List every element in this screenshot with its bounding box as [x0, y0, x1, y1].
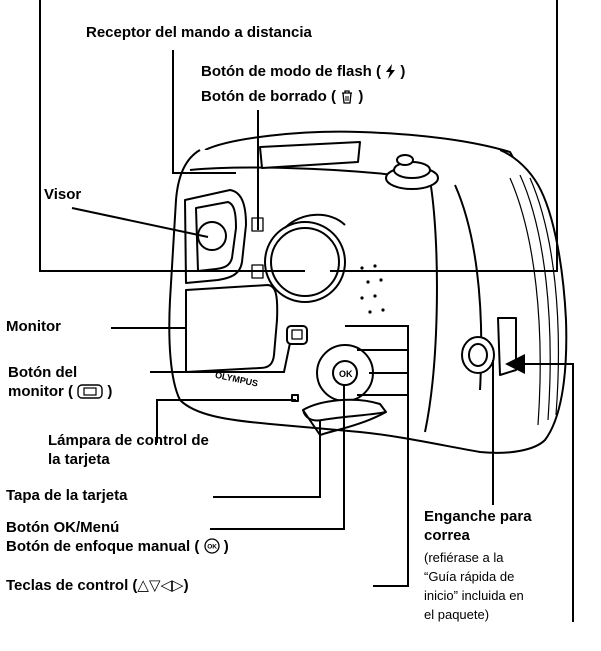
label-control-keys: Teclas de control (△▽◁▷) [6, 577, 189, 595]
label-monitor-button-close: ) [107, 383, 113, 400]
leader-monitor-button [150, 342, 291, 373]
leader-receptor [172, 50, 236, 174]
label-receptor: Receptor del mando a distancia [86, 24, 312, 41]
label-monitor-button-1: Botón del [8, 364, 78, 381]
label-monitor-button-2: monitor ( ) [8, 383, 112, 404]
leader-visor [71, 207, 209, 238]
label-card-cover: Tapa de la tarjeta [6, 487, 128, 504]
label-manual-focus-text: Botón de enfoque manual ( [6, 538, 200, 555]
lightning-icon [385, 64, 396, 84]
leader-lamp [156, 399, 296, 443]
note-line-1: (refiérase a la [424, 550, 504, 565]
svg-text:OK: OK [207, 544, 217, 551]
leader-arrow [520, 363, 574, 622]
label-monitor: Monitor [6, 318, 61, 335]
arrow-keys-icon: △▽◁▷ [137, 577, 184, 594]
manual-focus-icon: OK [203, 538, 220, 559]
label-visor: Visor [44, 186, 82, 203]
label-flash: Botón de modo de flash ( ) [201, 63, 405, 84]
note-line-2: “Guía rápida de [424, 569, 515, 584]
leader-card-cover [213, 421, 321, 498]
label-control-keys-text: Teclas de control ( [6, 577, 138, 594]
leader-control-keys [345, 325, 409, 587]
label-borrado-text: Botón de borrado ( [201, 88, 336, 105]
label-borrado: Botón de borrado ( ) [201, 88, 363, 109]
label-lamp-2: la tarjeta [48, 451, 110, 468]
label-flash-text: Botón de modo de flash ( [201, 63, 381, 80]
ok-text: OK [339, 369, 353, 379]
arrowhead [505, 354, 525, 374]
label-ok-menu: Botón OK/Menú [6, 519, 120, 536]
leader-ok-menu [210, 385, 345, 530]
label-manual-focus-close: ) [223, 538, 229, 555]
leader-lines [39, 0, 574, 622]
leader-dial-right [330, 0, 558, 272]
leader-dial-left [39, 0, 305, 272]
label-strap-2: correa [424, 527, 470, 544]
note-line-4: el paquete) [424, 607, 490, 622]
label-strap-1: Enganche para [424, 508, 532, 525]
label-monitor-button-text: monitor ( [8, 383, 73, 400]
monitor-icon [77, 384, 103, 404]
note-line-3: inicio” incluida en [424, 588, 524, 603]
label-manual-focus: Botón de enfoque manual ( OK ) [6, 538, 229, 559]
camera-body [168, 130, 568, 454]
label-lamp-1: Lámpara de control de [48, 432, 209, 449]
trash-icon [340, 89, 354, 109]
label-control-keys-close: ) [183, 577, 189, 594]
label-borrado-close: ) [358, 88, 364, 105]
label-flash-close: ) [400, 63, 406, 80]
